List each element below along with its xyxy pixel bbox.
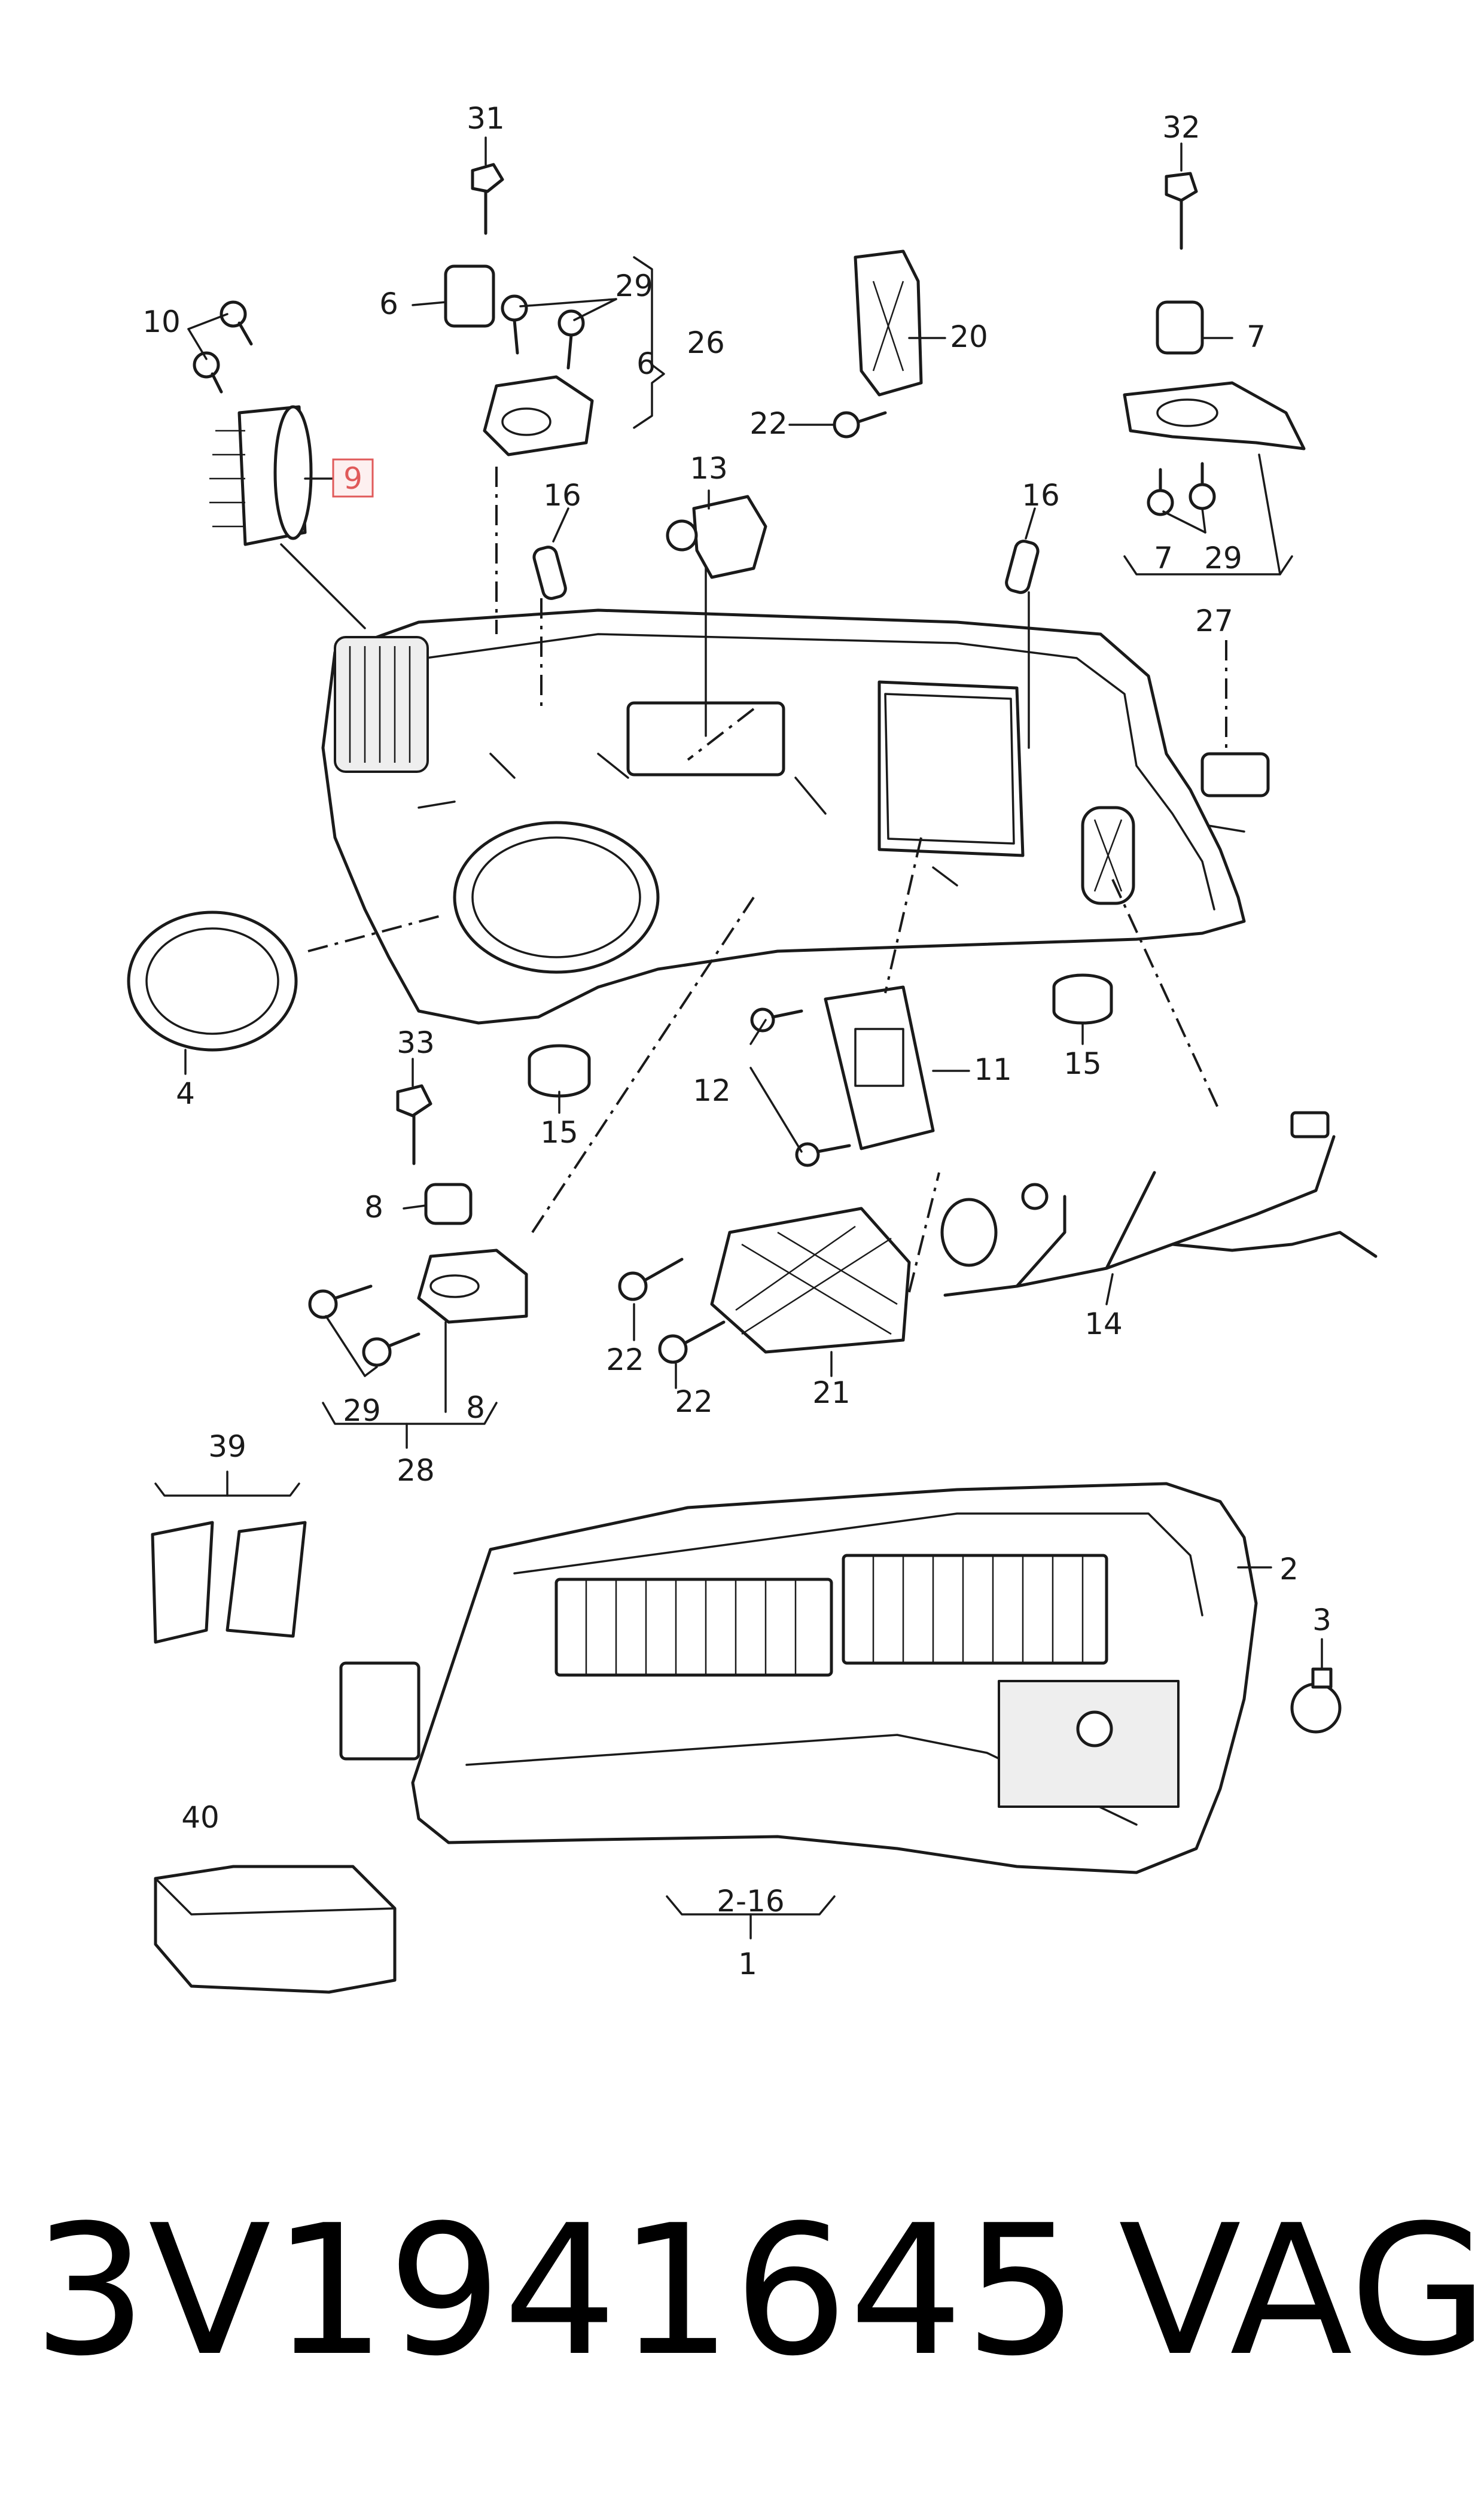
callout-11: 11: [974, 1052, 1012, 1087]
callout-2-16: 2-16: [717, 1884, 784, 1919]
callout-9-highlight[interactable]: 9: [332, 458, 374, 498]
bulb: [1290, 1667, 1342, 1734]
callout-9: 9: [343, 461, 362, 496]
screws: [193, 163, 1216, 1367]
callout-15-right: 15: [1064, 1046, 1102, 1081]
callout-29-top: 29: [615, 269, 653, 303]
callout-8-nut: 8: [364, 1190, 383, 1225]
callout-labels: 31 32 6 29 6 26 10 20 22 7 9 13 16 16 7 …: [142, 101, 1331, 1981]
brand-label: VAG: [1119, 2187, 1484, 2395]
callout-16-left: 16: [543, 478, 581, 513]
grommet-15-right: [1052, 973, 1113, 1025]
callout-39: 39: [208, 1429, 246, 1464]
callout-27: 27: [1195, 604, 1233, 638]
pin-16-right: [1005, 540, 1040, 594]
callout-40: 40: [181, 1800, 220, 1835]
callout-28: 28: [397, 1453, 435, 1488]
grommet-15-left: [528, 1044, 591, 1098]
callout-6-brace: 6: [636, 346, 656, 381]
callout-22-mid: 22: [606, 1342, 644, 1377]
callout-22-top: 22: [749, 406, 788, 441]
side-marker-lens: [854, 249, 923, 397]
led-module: [710, 1207, 911, 1354]
callout-12: 12: [693, 1073, 731, 1108]
part-number: 3V1941645: [33, 2187, 1080, 2395]
control-unit: [824, 985, 935, 1150]
callout-4: 4: [176, 1076, 195, 1111]
cover-cap: [127, 911, 298, 1052]
callout-33: 33: [397, 1025, 435, 1060]
callout-2: 2: [1279, 1552, 1299, 1587]
trim-strip-left: [151, 1521, 214, 1644]
callout-8-bracket: 8: [466, 1390, 485, 1425]
callout-16-right: 16: [1022, 478, 1060, 513]
callout-21: 21: [812, 1375, 851, 1410]
adjuster-motor: [666, 495, 767, 579]
callout-7-top: 7: [1247, 319, 1266, 354]
callout-13: 13: [690, 451, 728, 486]
leader-lines: [184, 136, 1323, 1670]
bracket-28: [417, 1183, 528, 1324]
braces: [154, 256, 1293, 1940]
wiring-harness: [940, 1111, 1378, 1297]
heat-sink: [209, 405, 313, 546]
callout-22-low: 22: [675, 1384, 713, 1419]
callout-32: 32: [1162, 110, 1200, 145]
callout-14: 14: [1084, 1307, 1123, 1341]
callout-6: 6: [379, 287, 398, 321]
callout-29-right: 29: [1204, 541, 1242, 576]
trim-strip-right: [226, 1521, 307, 1638]
bracket-26: [444, 264, 594, 456]
callout-10: 10: [142, 305, 181, 339]
headlight-housing-rear: [321, 608, 1270, 1025]
foam-pad: [154, 1865, 397, 1994]
callout-3: 3: [1312, 1603, 1331, 1637]
pin-16-left: [532, 546, 567, 600]
headlight-assembly-front: [339, 1482, 1258, 1874]
bracket-27: [1123, 300, 1306, 450]
callout-26: 26: [687, 325, 725, 360]
callout-7-bottom: 7: [1154, 541, 1173, 576]
callout-20: 20: [950, 319, 988, 354]
callout-15-left: 15: [540, 1115, 578, 1150]
callout-31: 31: [467, 101, 505, 136]
callout-29-bottom: 29: [343, 1393, 381, 1428]
callout-1: 1: [738, 1947, 757, 1981]
